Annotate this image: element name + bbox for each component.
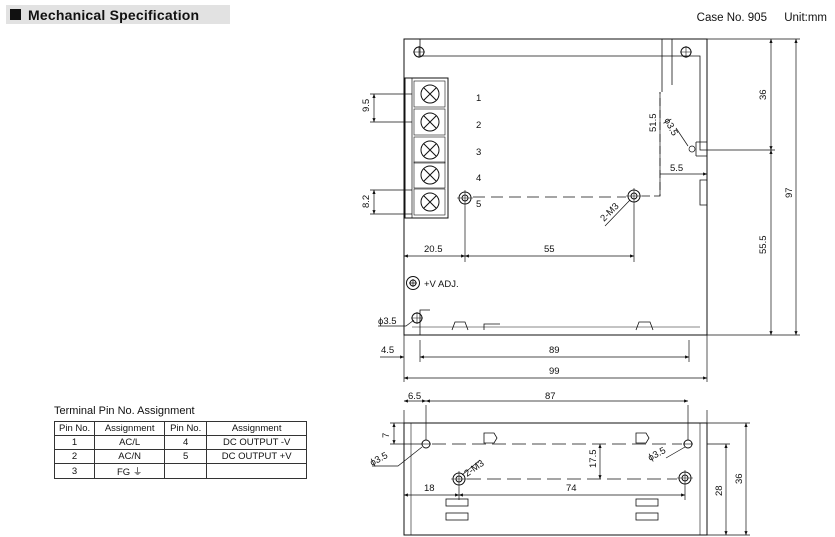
terminal-screw-icon (413, 136, 446, 164)
section-title: Mechanical Specification (28, 6, 200, 23)
side-dim-left-offset: 6.5 (408, 391, 421, 402)
square-bullet-icon (10, 9, 21, 20)
table-cell: 3 (53, 463, 96, 479)
terminal-screw-icon (413, 108, 446, 136)
terminal-block (404, 77, 449, 219)
dim-offset-x: 5.5 (670, 163, 683, 174)
case-number: Case No. 905 (696, 12, 767, 24)
side-dim-mount-screw: 2-M3 (462, 458, 486, 479)
side-dim-screw-spacing: 74 (566, 483, 577, 494)
dim-total-height: 97 (784, 187, 795, 198)
table-header-row: Pin No. Assignment Pin No. Assignment (53, 421, 308, 436)
terminal-number: 4 (476, 173, 481, 184)
side-dim-small-height: 7 (381, 433, 392, 438)
dim-left-offset: 4.5 (381, 345, 394, 356)
dim-inner-width: 89 (549, 345, 560, 356)
terminal-number: 5 (476, 199, 481, 210)
unit-label: Unit:mm (784, 12, 827, 24)
screw-hole-icon (626, 188, 642, 204)
terminal-screws (413, 80, 446, 216)
dim-top-to-hole: 36 (758, 89, 769, 100)
mount-hole-icon (413, 46, 425, 58)
mount-hole-icon (411, 312, 423, 324)
terminal-screw-icon (413, 188, 446, 216)
dim-hole-dia-left: ϕ3.5 (378, 316, 397, 327)
mount-hole-icon (680, 46, 692, 58)
vadj-label: +V ADJ. (424, 279, 459, 290)
dim-hole-spacing-x: 55 (544, 244, 555, 255)
terminal-screw-icon (413, 80, 446, 108)
pin-table-caption: Terminal Pin No. Assignment (54, 405, 195, 417)
dim-hole-to-bottom: 55.5 (758, 236, 769, 255)
side-dim-left-screw-offset: 18 (424, 483, 435, 494)
side-dim-total-height: 36 (734, 473, 745, 484)
dim-total-width: 99 (549, 366, 560, 377)
dim-pitch: 9.5 (361, 99, 372, 112)
voltage-adjust-icon (406, 276, 420, 290)
dim-offset-y: 51.5 (648, 114, 659, 133)
top-view (403, 38, 708, 336)
dim-terminal-height: 8.2 (361, 195, 372, 208)
dim-hole-dia: ϕ3.5 (661, 116, 679, 138)
table-row: 2 AC/N 5 DC OUTPUT +V (53, 449, 308, 464)
terminal-number: 1 (476, 93, 481, 104)
terminal-number: 2 (476, 120, 481, 131)
pin-assignment-table: Pin No. Assignment Pin No. Assignment 1 … (53, 421, 308, 479)
terminal-number: 3 (476, 147, 481, 158)
side-dim-center-height: 17.5 (588, 450, 599, 469)
side-view (403, 410, 708, 536)
section-header: Mechanical Specification (6, 5, 230, 24)
side-dim-top-span: 87 (545, 391, 556, 402)
screw-hole-icon (451, 471, 467, 487)
terminal-screw-icon (413, 161, 446, 189)
table-row: 3 FG ⏚ (53, 463, 308, 479)
screw-hole-icon (677, 470, 693, 486)
mount-hole-icon (683, 439, 693, 449)
table-cell (206, 463, 308, 479)
mount-hole-icon (421, 439, 431, 449)
case-info: Case No. 905 Unit:mm (697, 12, 827, 24)
side-dim-inner-height: 28 (714, 485, 725, 496)
side-dim-hole-dia-right: ϕ3.5 (646, 445, 668, 463)
screw-hole-icon (457, 190, 473, 206)
top-view-outline (403, 38, 708, 336)
dim-hole-offset-x: 20.5 (424, 244, 443, 255)
